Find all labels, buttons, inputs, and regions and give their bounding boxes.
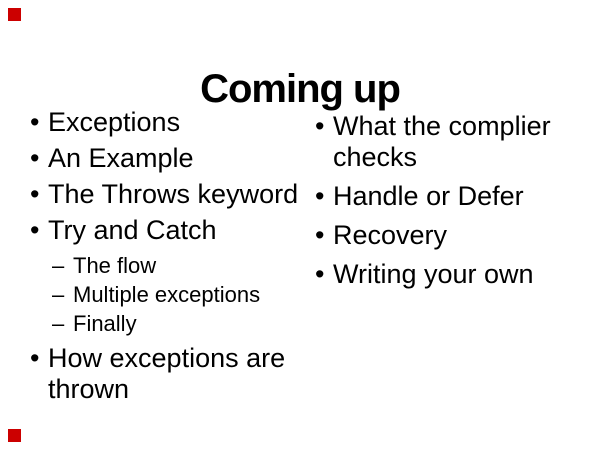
sub-list-item: – The flow [27, 251, 312, 280]
red-square-decoration-top-left [8, 8, 21, 21]
dash-bullet-icon: – [52, 311, 65, 336]
list-item: • Try and Catch [27, 215, 312, 246]
slide-title: Coming up [200, 66, 401, 111]
list-item-label: Writing your own [333, 259, 534, 289]
list-item-label: Try and Catch [48, 215, 217, 245]
list-item: • Recovery [312, 220, 590, 251]
sub-list-item: – Multiple exceptions [27, 280, 312, 309]
list-item: • What the complier checks [312, 111, 590, 173]
list-item-label: Recovery [333, 220, 448, 250]
sub-list-item-label: Finally [73, 311, 137, 336]
list-item: • The Throws keyword [27, 179, 312, 210]
list-item-label: Exceptions [48, 107, 181, 137]
dash-bullet-icon: – [52, 253, 65, 278]
bullet-list-left: • Exceptions • An Example • The Throws k… [27, 107, 312, 410]
bullet-icon: • [30, 107, 40, 137]
bullet-icon: • [30, 215, 40, 245]
list-item: • An Example [27, 143, 312, 174]
list-item-label: Handle or Defer [333, 181, 524, 211]
bullet-icon: • [30, 179, 40, 209]
list-item-label: The Throws keyword [48, 179, 299, 209]
bullet-icon: • [315, 181, 325, 211]
sub-list-item: – Finally [27, 309, 312, 338]
bullet-icon: • [315, 259, 325, 289]
sub-list-item-label: Multiple exceptions [73, 282, 261, 307]
dash-bullet-icon: – [52, 282, 65, 307]
list-item: • Handle or Defer [312, 181, 590, 212]
bullet-icon: • [315, 220, 325, 250]
list-item: • Writing your own [312, 259, 590, 290]
red-square-decoration-bottom-left [8, 429, 21, 442]
list-item: • Exceptions [27, 107, 312, 138]
list-item-label: What the complier checks [333, 111, 551, 172]
sub-list-item-label: The flow [73, 253, 157, 278]
list-item: • How exceptions are thrown [27, 343, 312, 405]
bullet-list-right: • What the complier checks • Handle or D… [312, 111, 590, 298]
bullet-icon: • [30, 343, 40, 373]
bullet-icon: • [30, 143, 40, 173]
list-item-label: An Example [48, 143, 194, 173]
list-item-label: How exceptions are thrown [48, 343, 286, 404]
bullet-icon: • [315, 111, 325, 141]
